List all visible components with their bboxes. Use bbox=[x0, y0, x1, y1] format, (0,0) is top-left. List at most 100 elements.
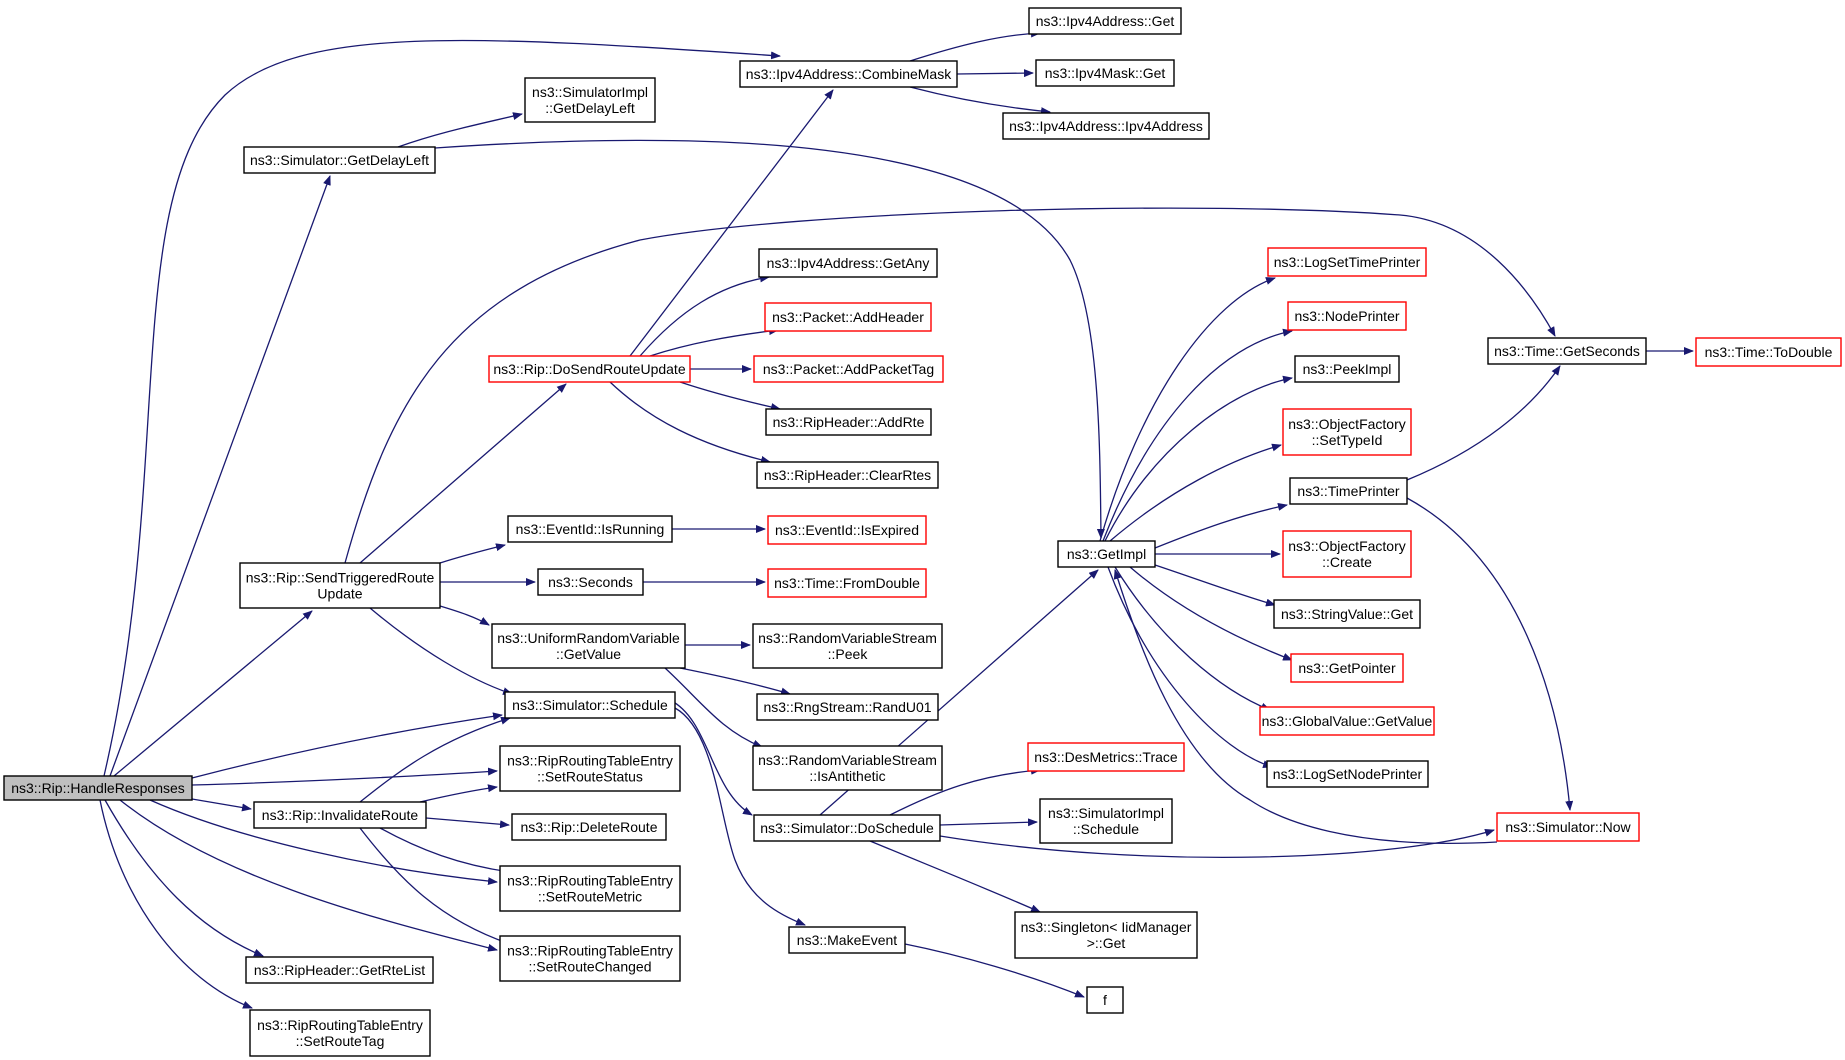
node-rrte-setroutetag[interactable]: ns3::RipRoutingTableEntry::SetRouteTag bbox=[249, 1009, 431, 1057]
node-label: ns3::Singleton< IidManager bbox=[1021, 919, 1192, 935]
node-label: ns3::Rip::DoSendRouteUpdate bbox=[493, 361, 685, 377]
node-getimpl[interactable]: ns3::GetImpl bbox=[1057, 540, 1156, 568]
node-rrte-setroutestatus[interactable]: ns3::RipRoutingTableEntry::SetRouteStatu… bbox=[499, 745, 681, 792]
node-ipv4addr-combinemask[interactable]: ns3::Ipv4Address::CombineMask bbox=[739, 60, 958, 88]
node-rrte-setroutemetric[interactable]: ns3::RipRoutingTableEntry::SetRouteMetri… bbox=[499, 865, 681, 912]
node-ripheader-getrtelist[interactable]: ns3::RipHeader::GetRteList bbox=[245, 956, 434, 984]
node-box bbox=[767, 515, 927, 545]
node-label: ns3::Ipv4Address::Ipv4Address bbox=[1009, 118, 1203, 134]
node-label: ns3::LogSetNodePrinter bbox=[1273, 766, 1423, 782]
node-objfactory-settypeid[interactable]: ns3::ObjectFactory::SetTypeId bbox=[1282, 408, 1412, 456]
node-time-getseconds[interactable]: ns3::Time::GetSeconds bbox=[1487, 337, 1647, 365]
node-ipv4mask-get[interactable]: ns3::Ipv4Mask::Get bbox=[1035, 59, 1175, 87]
edge-rip_invalidateroute-to-rrte_setroutechanged bbox=[359, 827, 511, 945]
node-label: ::SetRouteTag bbox=[296, 1033, 385, 1049]
edge-getimpl-to-nodeprinter bbox=[1102, 328, 1293, 542]
node-stringvalue-get[interactable]: ns3::StringValue::Get bbox=[1273, 599, 1421, 629]
node-label: ::IsAntithetic bbox=[809, 768, 885, 784]
node-packet-addpackettag[interactable]: ns3::Packet::AddPacketTag bbox=[753, 355, 944, 383]
node-box bbox=[1282, 530, 1412, 578]
node-label: ns3::Rip::InvalidateRoute bbox=[262, 807, 419, 823]
node-box bbox=[1695, 337, 1842, 367]
node-box bbox=[537, 568, 644, 596]
node-box bbox=[764, 302, 932, 332]
node-handle-responses[interactable]: ns3::Rip::HandleResponses bbox=[3, 775, 193, 801]
node-label: ns3::Time::ToDouble bbox=[1705, 344, 1833, 360]
node-label: ns3::Ipv4Mask::Get bbox=[1045, 65, 1166, 81]
node-eventid-isexpired[interactable]: ns3::EventId::IsExpired bbox=[767, 515, 927, 545]
node-label: ns3::DesMetrics::Trace bbox=[1034, 749, 1178, 765]
node-rrte-setroutechanged[interactable]: ns3::RipRoutingTableEntry::SetRouteChang… bbox=[499, 935, 681, 982]
edge-handle_responses-to-ripheader_getrtelist bbox=[104, 799, 264, 957]
node-timeprinter[interactable]: ns3::TimePrinter bbox=[1289, 477, 1408, 505]
node-box bbox=[1259, 706, 1435, 736]
node-rvs-isantithetic[interactable]: ns3::RandomVariableStream::IsAntithetic bbox=[752, 745, 943, 791]
node-rip-invalidateroute[interactable]: ns3::Rip::InvalidateRoute bbox=[253, 801, 427, 829]
node-label: ::Peek bbox=[828, 646, 869, 662]
node-ripheader-clearrtes[interactable]: ns3::RipHeader::ClearRtes bbox=[756, 461, 939, 489]
node-ipv4addr-ctor[interactable]: ns3::Ipv4Address::Ipv4Address bbox=[1002, 112, 1210, 140]
node-box bbox=[788, 926, 906, 954]
edge-simulator_schedule-to-simulator_doschedule bbox=[669, 699, 753, 816]
node-ipv4addr-getany[interactable]: ns3::Ipv4Address::GetAny bbox=[758, 248, 938, 278]
edge-simulator_doschedule-to-simulator_now bbox=[939, 828, 1495, 858]
edge-rip_dosendrouteupdate-to-packet_addheader bbox=[649, 327, 779, 357]
edge-simulator_getdelayleft-to-getimpl bbox=[434, 139, 1105, 539]
node-getpointer[interactable]: ns3::GetPointer bbox=[1290, 653, 1404, 683]
node-box bbox=[1028, 7, 1182, 35]
node-packet-addheader[interactable]: ns3::Packet::AddHeader bbox=[764, 302, 932, 332]
node-label: ::Create bbox=[1322, 554, 1372, 570]
node-box bbox=[511, 813, 667, 841]
node-label: ns3::RandomVariableStream bbox=[758, 752, 937, 768]
node-rvs-peek[interactable]: ns3::RandomVariableStream::Peek bbox=[752, 623, 943, 669]
node-desmetrics-trace[interactable]: ns3::DesMetrics::Trace bbox=[1027, 742, 1185, 772]
node-globalvalue-getvalue[interactable]: ns3::GlobalValue::GetValue bbox=[1259, 706, 1435, 736]
edge-timeprinter-to-simulator_now bbox=[1406, 497, 1574, 811]
node-simulator-doschedule[interactable]: ns3::Simulator::DoSchedule bbox=[753, 814, 941, 842]
node-simulator-now[interactable]: ns3::Simulator::Now bbox=[1496, 812, 1640, 842]
node-label: ns3::GetPointer bbox=[1298, 660, 1396, 676]
node-time-todouble[interactable]: ns3::Time::ToDouble bbox=[1695, 337, 1842, 367]
node-rngstream-randu01[interactable]: ns3::RngStream::RandU01 bbox=[756, 693, 939, 721]
node-simulator-getdelayleft[interactable]: ns3::Simulator::GetDelayLeft bbox=[243, 146, 436, 174]
node-simimpl-schedule[interactable]: ns3::SimulatorImpl::Schedule bbox=[1039, 798, 1173, 844]
node-eventid-isrunning[interactable]: ns3::EventId::IsRunning bbox=[507, 515, 673, 543]
node-label: ns3::RngStream::RandU01 bbox=[763, 699, 931, 715]
node-label: ns3::Simulator::Schedule bbox=[512, 697, 668, 713]
edge-rip_dosendrouteupdate-to-ripheader_addrte bbox=[679, 381, 781, 411]
node-ripheader-addrte[interactable]: ns3::RipHeader::AddRte bbox=[765, 408, 932, 436]
node-f[interactable]: f bbox=[1086, 986, 1124, 1014]
node-logsetnodeprinter[interactable]: ns3::LogSetNodePrinter bbox=[1266, 760, 1429, 788]
node-simimpl-getdelayleft[interactable]: ns3::SimulatorImpl::GetDelayLeft bbox=[524, 77, 656, 123]
node-label: ns3::Time::GetSeconds bbox=[1494, 343, 1640, 359]
node-label: ::GetValue bbox=[556, 646, 621, 662]
node-box bbox=[739, 60, 958, 88]
node-box bbox=[499, 865, 681, 912]
node-simulator-schedule[interactable]: ns3::Simulator::Schedule bbox=[504, 691, 676, 719]
node-box bbox=[243, 146, 436, 174]
node-ipv4addr-get[interactable]: ns3::Ipv4Address::Get bbox=[1028, 7, 1182, 35]
edge-rip_dosendrouteupdate-to-ipv4addr_getany bbox=[639, 274, 770, 357]
node-label: ns3::Ipv4Address::Get bbox=[1036, 13, 1175, 29]
node-objfactory-create[interactable]: ns3::ObjectFactory::Create bbox=[1282, 530, 1412, 578]
node-rip-dosendrouteupdate[interactable]: ns3::Rip::DoSendRouteUpdate bbox=[488, 355, 691, 383]
node-label: ns3::RipHeader::ClearRtes bbox=[764, 467, 931, 483]
node-logsettimeprinter[interactable]: ns3::LogSetTimePrinter bbox=[1267, 247, 1427, 277]
node-label: ns3::RipRoutingTableEntry bbox=[257, 1017, 423, 1033]
node-label: ns3::RipRoutingTableEntry bbox=[507, 873, 673, 889]
node-seconds[interactable]: ns3::Seconds bbox=[537, 568, 644, 596]
node-nodeprinter[interactable]: ns3::NodePrinter bbox=[1287, 301, 1407, 331]
node-label: ns3::ObjectFactory bbox=[1288, 538, 1406, 554]
node-rip-deleteroute[interactable]: ns3::Rip::DeleteRoute bbox=[511, 813, 667, 841]
node-peekimpl[interactable]: ns3::PeekImpl bbox=[1294, 355, 1400, 383]
node-singleton-iidmanager-get[interactable]: ns3::Singleton< IidManager>::Get bbox=[1014, 911, 1198, 959]
node-time-fromdouble[interactable]: ns3::Time::FromDouble bbox=[767, 568, 927, 598]
edge-urv_getvalue-to-rvs_isantithetic bbox=[664, 667, 763, 748]
edge-handle_responses-to-rip_invalidateroute bbox=[191, 798, 252, 812]
node-makeevent[interactable]: ns3::MakeEvent bbox=[788, 926, 906, 954]
node-box bbox=[491, 623, 686, 669]
node-urv-getvalue[interactable]: ns3::UniformRandomVariable::GetValue bbox=[491, 623, 686, 669]
node-box bbox=[239, 562, 441, 609]
